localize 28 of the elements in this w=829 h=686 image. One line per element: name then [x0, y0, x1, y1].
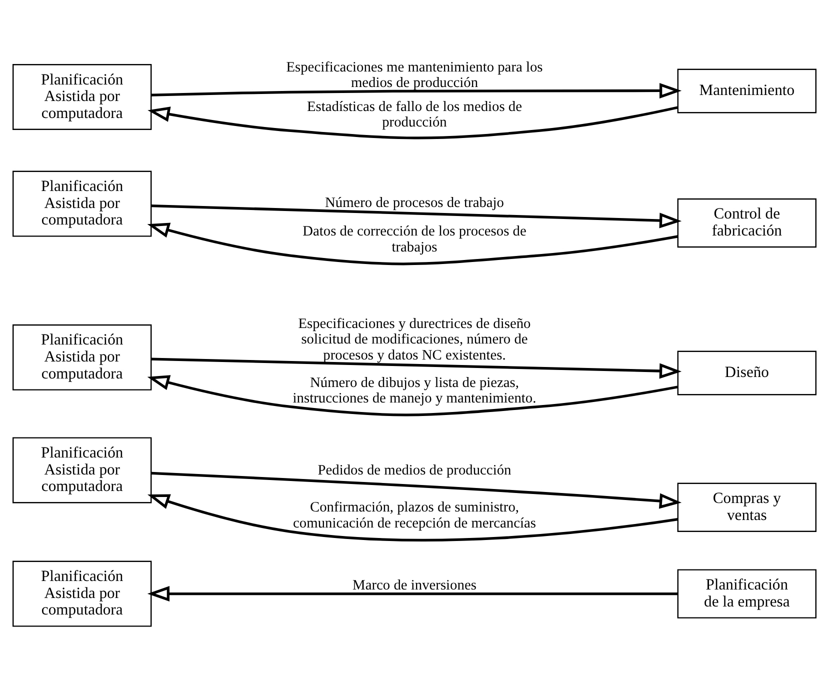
node-box: Planificación Asistida por computadora: [12, 64, 152, 130]
arrow: [147, 222, 678, 266]
arrow: [147, 586, 678, 602]
node-box: Planificación Asistida por computadora: [12, 324, 152, 390]
edge-label: Confirmación, plazos de suministro, comunicación de recepción de mercancías: [293, 500, 536, 532]
arrow: [148, 106, 678, 140]
node-box: Planificación de la empresa: [677, 569, 816, 618]
node-box: Mantenimiento: [677, 68, 816, 114]
arrow: [151, 204, 682, 228]
arrow: [147, 375, 678, 416]
edge-label: Número de procesos de trabajo: [324, 194, 504, 211]
edge-label: Especificaciones y durectrices de diseño solicitud de modificaciones, número de procesos y datos NC existentes.: [298, 316, 531, 364]
edge-label: Número de dibujos y lista de piezas, instrucciones de manejo y mantenimiento.: [292, 374, 536, 407]
node-box: Planificación Asistida por computadora: [12, 437, 152, 504]
node-box: Diseño: [677, 350, 816, 396]
edge-label: Pedidos de medios de producción: [318, 462, 512, 479]
edge-label: Especificaciones me mantenimiento para los medios de producción: [286, 59, 543, 91]
edge-label: Marco de inversiones: [352, 578, 476, 594]
edge-label: Datos de corrección de los procesos de trabajos: [302, 224, 526, 256]
arrow: [151, 82, 682, 98]
arrow: [151, 358, 682, 379]
node-box: Control de fabricación: [677, 198, 816, 248]
node-box: Compras y ventas: [677, 482, 816, 532]
node-box: Planificación Asistida por computadora: [12, 170, 152, 237]
node-box: Planificación Asistida por computadora: [12, 560, 152, 627]
arrow: [147, 494, 678, 542]
edge-label: Estadísticas de fallo de los medios de producción: [306, 98, 522, 131]
arrow: [151, 472, 682, 509]
